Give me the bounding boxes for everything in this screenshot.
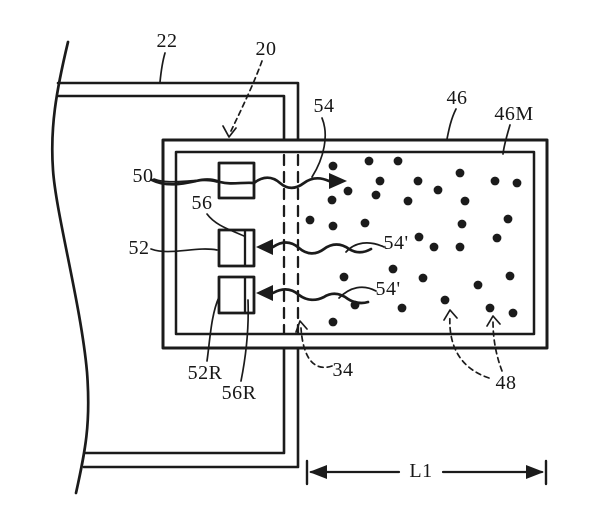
leader-34-dashed (300, 327, 333, 369)
particle-dot (388, 264, 398, 274)
ref-label-50: 50 (132, 165, 154, 187)
tank-wall-top-outer (56, 81, 300, 142)
particle-dot (505, 271, 515, 281)
particle-dot (429, 242, 439, 252)
dimension-arrow-left (309, 465, 327, 479)
particle-dot (460, 196, 470, 206)
leader-48-dashed-right (492, 320, 503, 372)
tank-wall-bottom-inner (84, 346, 286, 455)
ref-label-52: 52 (128, 237, 150, 259)
membrane-inner-box-46M (174, 150, 536, 336)
particle-dot (418, 273, 428, 283)
particle-dot (371, 190, 381, 200)
leader-22 (159, 52, 166, 83)
particle-dot (375, 176, 385, 186)
ref-label-22: 22 (156, 30, 178, 52)
ref-label-46M: 46M (494, 103, 534, 125)
getter-box-52R (217, 275, 256, 315)
particle-dot (414, 232, 424, 242)
leader-52R (206, 296, 220, 362)
leader-56 (206, 213, 245, 237)
return-arrow-54-prime-1-head (256, 239, 273, 255)
ref-label-46: 46 (446, 87, 468, 109)
particle-dot (492, 233, 502, 243)
leader-48-dashed-left (449, 314, 490, 379)
particle-dot (397, 303, 407, 313)
flow-arrow-54-head (329, 173, 347, 189)
ref-label-56: 56 (191, 192, 213, 214)
particle-dot (328, 317, 338, 327)
particle-dot (440, 295, 450, 305)
particle-dot (364, 156, 374, 166)
ref-label-56R: 56R (221, 382, 257, 404)
particle-dot (343, 186, 353, 196)
tank-wall-bottom-outer (82, 346, 300, 469)
particle-dot (433, 185, 443, 195)
ref-label-54: 54 (313, 95, 335, 117)
leader-54-prime-1 (345, 242, 385, 253)
dimension-label-L1: L1 (409, 460, 433, 482)
particle-dot (473, 280, 483, 290)
particle-dot (339, 272, 349, 282)
particle-dot (455, 242, 465, 252)
particle-dot (327, 195, 337, 205)
leader-52 (150, 248, 218, 253)
getter-box-52 (217, 228, 256, 268)
tank-wall-curve (50, 40, 90, 495)
leader-54 (311, 117, 327, 178)
leader-46M (502, 124, 511, 155)
particle-dot (403, 196, 413, 206)
particle-dot (393, 156, 403, 166)
leader-20-arrowhead (222, 125, 237, 138)
leader-34-arrowhead (295, 320, 308, 333)
particle-dot (508, 308, 518, 318)
leader-56R (240, 299, 250, 382)
particle-dot (350, 300, 360, 310)
particle-dot (413, 176, 423, 186)
module-outer-box-46 (161, 138, 549, 350)
particle-dot (305, 215, 315, 225)
leader-46 (446, 108, 457, 140)
ref-label-52R: 52R (187, 362, 223, 384)
leader-48-arrowhead-right (486, 315, 501, 327)
tank-wall-top-inner (57, 94, 286, 142)
ref-label-54-prime-2: 54' (375, 278, 401, 300)
dimension-arrow-right (526, 465, 544, 479)
ref-label-54-prime-1: 54' (383, 232, 409, 254)
particle-dot (328, 161, 338, 171)
particles-group (305, 156, 522, 327)
particle-dot (360, 218, 370, 228)
leader-50 (153, 178, 218, 183)
return-arrow-54-prime-1-line (271, 241, 373, 255)
leader-20-dashed (230, 60, 263, 132)
ref-label-20: 20 (255, 38, 277, 60)
return-arrow-54-prime-2-head (256, 285, 273, 301)
flow-arrow-54-line (150, 176, 331, 190)
leader-54-prime-2 (338, 286, 377, 299)
particle-dot (328, 221, 338, 231)
particle-dot (455, 168, 465, 178)
emitter-box-50 (217, 161, 256, 200)
leader-48-arrowhead-left (443, 309, 458, 321)
particle-dot (485, 303, 495, 313)
particle-dot (512, 178, 522, 188)
particle-dot (457, 219, 467, 229)
particle-dot (490, 176, 500, 186)
particle-dot (503, 214, 513, 224)
ref-label-48: 48 (495, 372, 517, 394)
ref-label-34: 34 (332, 359, 354, 381)
